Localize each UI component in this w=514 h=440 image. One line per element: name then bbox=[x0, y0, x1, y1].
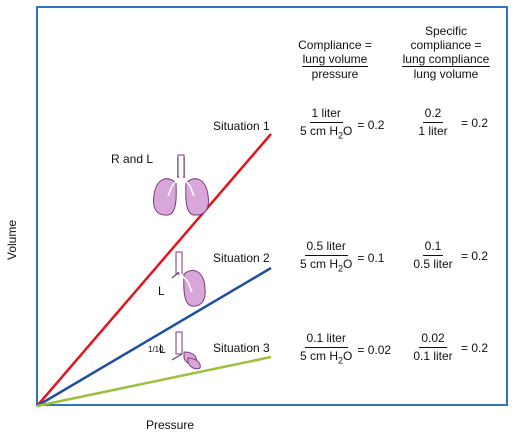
lungs-label-l: L bbox=[158, 284, 165, 298]
lungs-label-tenth-l: L bbox=[159, 342, 166, 356]
x-axis-label: Pressure bbox=[146, 418, 195, 432]
specific-compliance-header: Specific compliance = lung compliance lu… bbox=[401, 24, 491, 81]
lungs-label-tenth-fraction: 1/10 bbox=[148, 345, 164, 354]
partial-lung-icon bbox=[171, 331, 201, 370]
diagram-frame bbox=[36, 6, 508, 406]
situation-2-label: Situation 2 bbox=[213, 251, 270, 265]
situation-1-line bbox=[36, 133, 272, 407]
situation-3-label: Situation 3 bbox=[213, 341, 270, 355]
compliance-header: Compliance = lung volume pressure bbox=[298, 38, 372, 81]
lungs-label-r-and-l: R and L bbox=[111, 152, 154, 166]
situation-3-line bbox=[36, 355, 272, 408]
situation-2-line bbox=[36, 266, 272, 408]
left-lung-icon bbox=[171, 251, 206, 307]
both-lungs-icon bbox=[153, 154, 209, 216]
situation-1-label: Situation 1 bbox=[213, 119, 270, 133]
